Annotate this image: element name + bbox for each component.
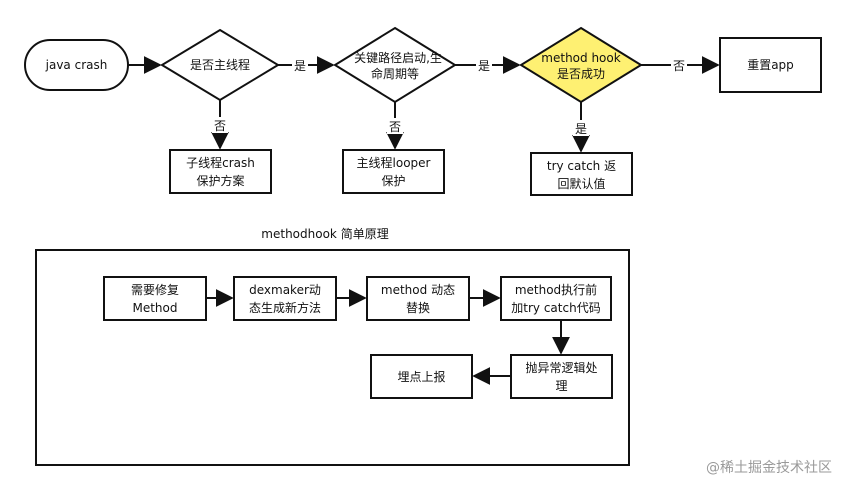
edge-no-sub: 否 (214, 119, 226, 133)
step-exception-handle-line1: 抛异常逻辑处 (525, 360, 597, 375)
step-exception-handle-line2: 理 (555, 379, 567, 393)
reset-app-label: 重置app (747, 58, 794, 72)
step-exception-handle-box (510, 354, 613, 399)
decision-method-hook-line2: 是否成功 (557, 67, 605, 81)
main-looper-line1: 主线程looper (357, 155, 431, 170)
step-report-box (370, 354, 473, 399)
main-looper-box (342, 149, 445, 194)
step-dexmaker-box (233, 276, 337, 321)
edge-no-reset: 否 (673, 59, 685, 73)
decision-method-hook-line1: method hook (541, 51, 620, 65)
sub-thread-line2: 保护方案 (196, 173, 244, 188)
decision-key-path-line1: 关键路径启动,生 (354, 50, 442, 65)
try-catch-line2: 回默认值 (557, 176, 605, 191)
methodhook-container (35, 249, 630, 466)
decision-main-thread-label: 是否主线程 (190, 57, 250, 72)
step-report-label: 埋点上报 (397, 369, 445, 384)
sub-thread-line1: 子线程crash (186, 155, 255, 170)
step-add-try-catch-box (500, 276, 612, 321)
watermark: @稀土掘金技术社区 (706, 460, 832, 476)
step-method-replace-line2: 替换 (406, 301, 430, 315)
edge-yes-try-catch: 是 (575, 122, 587, 136)
sub-thread-box (169, 149, 272, 194)
decision-method-hook (519, 26, 643, 104)
edge-yes-2: 是 (478, 59, 490, 73)
step-dexmaker-line1: dexmaker动 (249, 283, 321, 297)
edge-yes-1: 是 (294, 59, 306, 73)
step-add-try-catch-line1: method执行前 (515, 282, 597, 297)
step-need-fix-line2: Method (132, 301, 177, 315)
step-dexmaker-line2: 态生成新方法 (249, 300, 321, 315)
decision-key-path (333, 26, 457, 104)
start-label: java crash (45, 58, 108, 72)
decision-key-path-line2: 命周期等 (371, 66, 419, 81)
try-catch-line1: try catch 返 (547, 159, 616, 173)
step-need-fix-line1: 需要修复 (131, 282, 179, 297)
reset-app-box (719, 37, 822, 93)
section-title: methodhook 简单原理 (261, 227, 388, 241)
step-method-replace-line1: method 动态 (381, 283, 455, 297)
edge-no-looper: 否 (389, 120, 401, 134)
step-add-try-catch-line2: 加try catch代码 (511, 301, 600, 315)
try-catch-box (530, 152, 633, 196)
main-looper-line2: 保护 (381, 174, 405, 188)
